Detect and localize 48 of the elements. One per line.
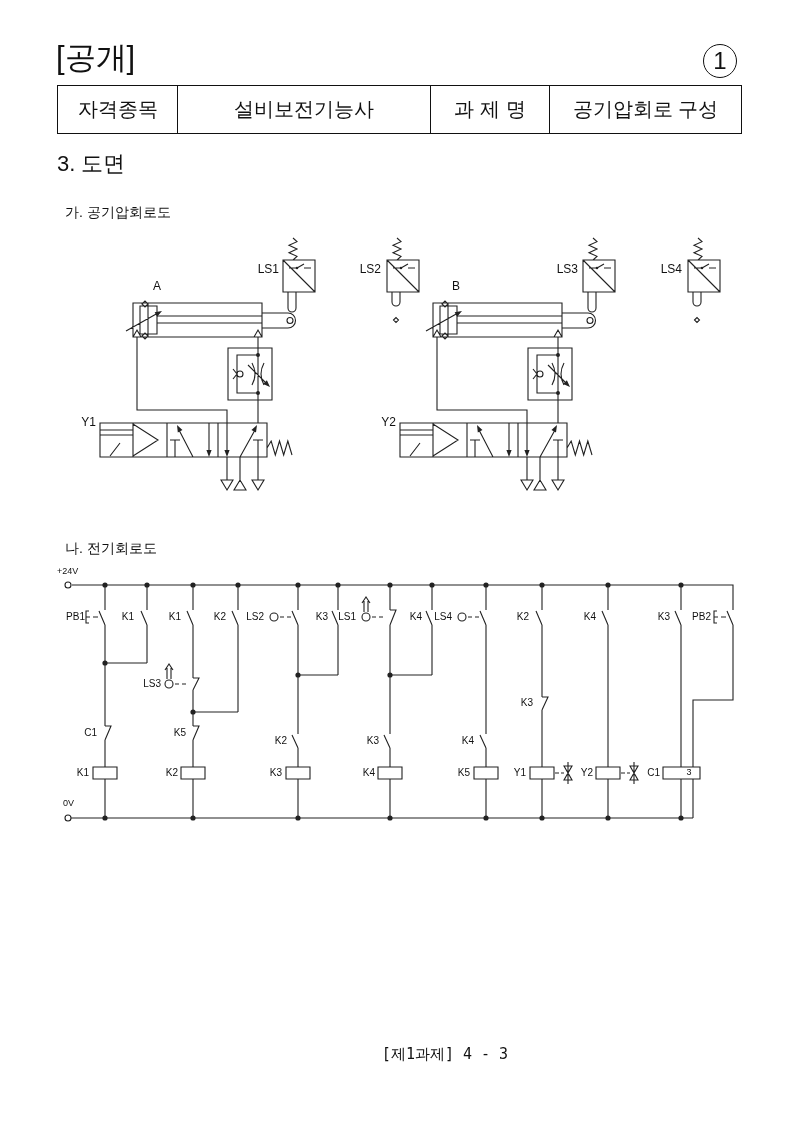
contact-label: LS3 <box>143 678 161 690</box>
contact-label: K4 <box>409 611 422 623</box>
subsection-heading: 나. 전기회로도 <box>65 540 157 557</box>
contact-label: K1 <box>168 611 181 623</box>
contact-label: K3 <box>366 735 379 747</box>
component-label: B <box>452 280 460 294</box>
contact-label: LS1 <box>338 611 356 623</box>
counter-value: 3 <box>686 767 692 778</box>
component-label: A <box>153 280 161 294</box>
component-label: LS1 <box>257 263 279 277</box>
contact-label: C1 <box>84 727 97 739</box>
table-cell: 공기압회로 구성 <box>549 85 742 134</box>
coil-label: Y2 <box>580 767 593 779</box>
table-cell: 과 제 명 <box>430 85 550 134</box>
contact-label: PB2 <box>692 611 711 623</box>
component-label: LS4 <box>660 263 682 277</box>
voltage-label: 0V <box>63 798 74 809</box>
contact-label: PB1 <box>66 611 85 623</box>
contact-label: K4 <box>583 611 596 623</box>
coil-label: K3 <box>269 767 282 779</box>
component-label: Y1 <box>81 416 96 430</box>
table-cell: 설비보전기능사 <box>177 85 431 134</box>
page-title: [공개] <box>56 40 136 76</box>
coil-label: K4 <box>362 767 375 779</box>
coil-label: C1 <box>647 767 660 779</box>
page-footer: [제1과제] 4 - 3 <box>381 1046 509 1064</box>
coil-label: K5 <box>457 767 470 779</box>
contact-label: K2 <box>213 611 226 623</box>
contact-label: K4 <box>461 735 474 747</box>
component-label: LS2 <box>359 263 381 277</box>
voltage-label: +24V <box>57 566 79 577</box>
section-heading: 3. 도면 <box>57 151 126 177</box>
table-cell: 자격종목 <box>57 85 178 134</box>
contact-label: K3 <box>315 611 328 623</box>
contact-label: LS2 <box>246 611 264 623</box>
contact-label: K5 <box>173 727 186 739</box>
coil-label: K2 <box>165 767 178 779</box>
coil-label: Y1 <box>513 767 526 779</box>
contact-label: K3 <box>657 611 670 623</box>
subsection-heading: 가. 공기압회로도 <box>65 204 171 221</box>
component-label: Y2 <box>381 416 396 430</box>
contact-label: K3 <box>520 697 533 709</box>
contact-label: K2 <box>516 611 529 623</box>
contact-label: K1 <box>121 611 134 623</box>
contact-label: LS4 <box>434 611 452 623</box>
component-label: LS3 <box>556 263 578 277</box>
coil-label: K1 <box>76 767 89 779</box>
contact-label: K2 <box>274 735 287 747</box>
